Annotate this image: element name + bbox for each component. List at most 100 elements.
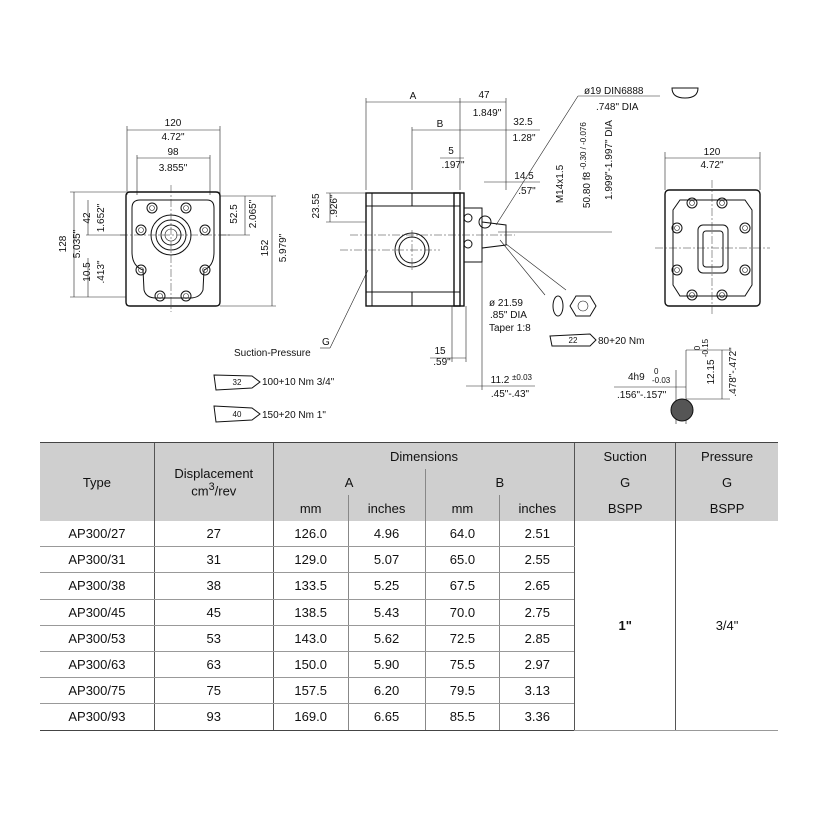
- label-g: G: [322, 337, 330, 348]
- dim-11-mm: 11.2: [491, 375, 510, 386]
- b-mm-cell: 79.5: [424, 677, 500, 705]
- b-inches-cell: 3.36: [499, 703, 575, 731]
- header-pressure-g: G: [675, 469, 778, 495]
- rear-port: [697, 224, 729, 274]
- shaft-in: 1.999"-1.997" DIA: [604, 120, 615, 200]
- dim-23-mm: 23.55: [311, 193, 322, 218]
- key-w-in: .156"-.157": [617, 390, 667, 401]
- dim-15-mm: 15: [434, 346, 446, 357]
- a-inches-cell: 6.65: [347, 703, 425, 731]
- b-mm-cell: 67.5: [424, 572, 500, 600]
- key-w-tol-top: 0: [654, 367, 659, 376]
- nut-icon: [569, 295, 597, 317]
- rear-view: 120 4.72": [655, 147, 770, 316]
- a-inches-cell: 6.20: [347, 677, 425, 705]
- displacement-cell: 75: [153, 677, 274, 705]
- b-mm-cell: 72.5: [424, 625, 500, 652]
- displacement-cell: 45: [153, 599, 274, 626]
- key-detail: 4h9 0 -0.03 .156"-.157" 12.15 0 -0.15 .4…: [614, 338, 739, 424]
- front-width-in: 4.72": [161, 132, 184, 143]
- b-mm-cell: 75.5: [424, 651, 500, 679]
- type-cell: AP300/63: [40, 651, 155, 679]
- woodruff-key-icon: [671, 87, 699, 99]
- front-height-mm: 128: [58, 235, 69, 252]
- b-mm-cell: 65.0: [424, 546, 500, 574]
- shaft-tol: -0.30 / -0.076: [579, 122, 588, 170]
- dim-23-in: .926": [329, 194, 340, 217]
- header-b-inches: inches: [499, 495, 575, 521]
- header-b-mm: mm: [424, 495, 500, 521]
- front-view: 120 4.72" 98 3.855" 1: [58, 118, 289, 312]
- pressure-value: 3/4": [675, 521, 778, 731]
- dim-b-label: B: [437, 119, 444, 130]
- dim-47-in: 1.849": [473, 108, 502, 119]
- header-displacement-unit: cm: [191, 483, 209, 499]
- front-inner-in: 3.855": [159, 163, 188, 174]
- front-flange-outline: [125, 191, 221, 307]
- port2-torque: 150+20 Nm 1": [262, 410, 326, 421]
- b-mm-cell: 70.0: [424, 599, 500, 626]
- front-h152-mm: 152: [260, 239, 271, 256]
- port1-wrench-size: 32: [233, 378, 242, 387]
- a-mm-cell: 157.5: [272, 677, 349, 705]
- dim-14-mm: 14.5: [514, 171, 534, 182]
- b-inches-cell: 2.51: [499, 521, 575, 548]
- front-h152-in: 5.979": [278, 233, 289, 262]
- a-mm-cell: 126.0: [272, 521, 349, 548]
- b-mm-cell: 85.5: [424, 703, 500, 731]
- a-mm-cell: 150.0: [272, 651, 349, 679]
- header-suction-bspp: BSPP: [574, 495, 676, 521]
- header-displacement-label: Displacement: [174, 465, 254, 481]
- header-a-inches: inches: [347, 495, 425, 521]
- key-h-tol-top: 0: [693, 345, 702, 350]
- shaft-f8: 50.80 f8: [582, 171, 593, 208]
- b-mm-cell: 64.0: [424, 521, 500, 548]
- type-cell: AP300/93: [40, 703, 155, 731]
- key-dia-label: ø19 DIN6888: [584, 86, 644, 97]
- key-h-in: .478"-.472": [728, 347, 739, 397]
- a-inches-cell: 5.07: [347, 546, 425, 574]
- a-inches-cell: 4.96: [347, 521, 425, 548]
- dim-5-in: .197": [441, 160, 464, 171]
- header-displacement-sup: 3: [208, 480, 215, 493]
- taper-dia-in: .85" DIA: [490, 310, 527, 321]
- wrench-icon: [549, 333, 597, 347]
- header-displacement: Displacement cm3/rev: [153, 442, 274, 521]
- key-width: 4h9: [628, 372, 645, 383]
- a-mm-cell: 169.0: [272, 703, 349, 731]
- port1-torque: 100+10 Nm 3/4": [262, 377, 335, 388]
- wrench-icon: [213, 405, 261, 423]
- header-pressure-bspp: BSPP: [675, 495, 778, 521]
- displacement-cell: 53: [153, 625, 274, 652]
- a-inches-cell: 5.25: [347, 572, 425, 600]
- dim-15-in: .59": [433, 357, 451, 368]
- header-suction-g: G: [574, 469, 676, 495]
- displacement-cell: 38: [153, 572, 274, 600]
- key-h-tol-bot: -0.15: [701, 338, 710, 357]
- key-w-tol-bot: -0.03: [652, 376, 671, 385]
- header-b: B: [424, 469, 575, 495]
- side-body: [365, 192, 461, 307]
- front-h42-in: 1.652": [96, 203, 107, 232]
- header-displacement-rest: /rev: [214, 483, 237, 499]
- specs-table: Type Displacement cm3/rev Dimensions Suc…: [40, 442, 778, 731]
- header-suction: Suction: [574, 442, 676, 469]
- a-inches-cell: 5.43: [347, 599, 425, 626]
- header-pressure: Pressure: [675, 442, 778, 469]
- dim-32-mm: 32.5: [513, 117, 533, 128]
- a-mm-cell: 129.0: [272, 546, 349, 574]
- thread-label: M14x1.5: [555, 164, 566, 203]
- displacement-cell: 63: [153, 651, 274, 679]
- dim-a-label: A: [410, 91, 417, 102]
- dim-11-in: .45"-.43": [491, 389, 530, 400]
- rear-width-in: 4.72": [700, 160, 723, 171]
- taper-dia: ø 21.59: [489, 298, 523, 309]
- type-cell: AP300/27: [40, 521, 155, 548]
- wrench-icon: [213, 374, 261, 391]
- header-a-mm: mm: [272, 495, 349, 521]
- header-a: A: [272, 469, 425, 495]
